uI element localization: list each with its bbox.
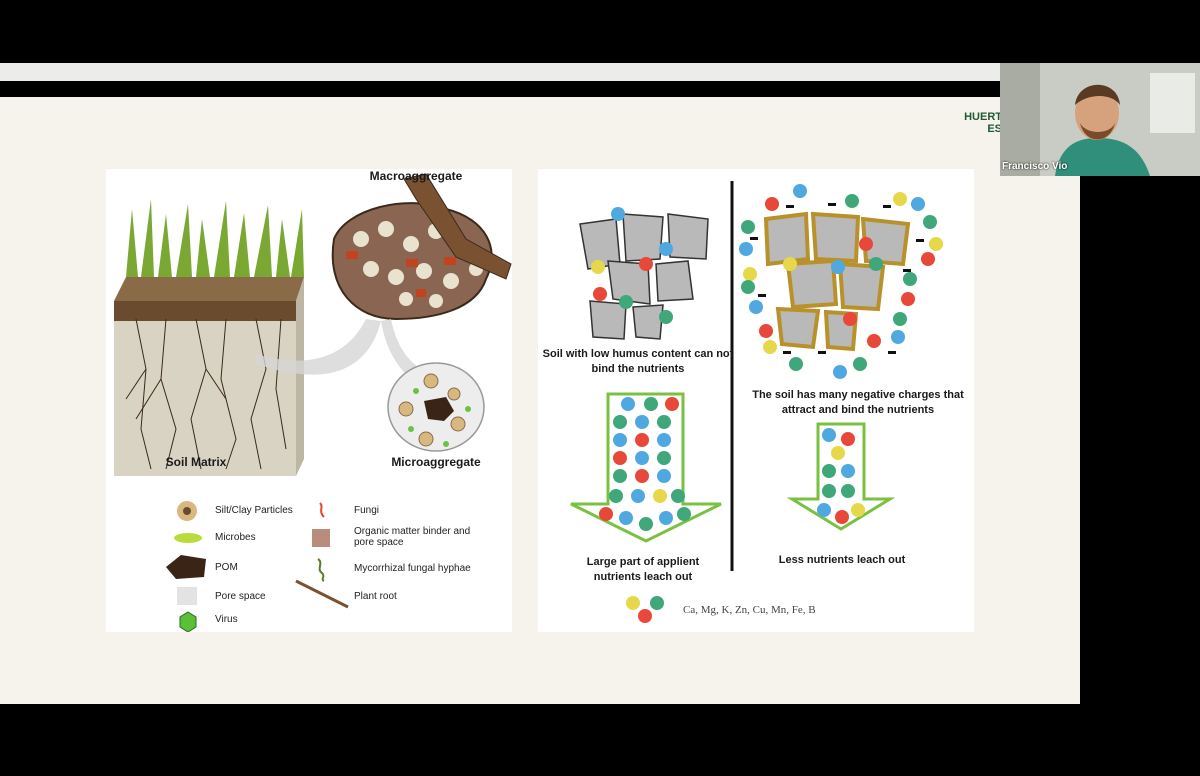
pore-space-icon xyxy=(177,587,197,605)
soil-block-top xyxy=(114,277,304,301)
mycorrhizal-hyphae-icon xyxy=(317,558,325,582)
legend-microbes: Microbes xyxy=(215,532,256,543)
nutrient-binding-figure: Soil with low humus content can not bind… xyxy=(538,169,974,632)
grass-blades xyxy=(126,199,304,277)
macroaggregate-microbes xyxy=(346,251,456,297)
zoom-connector-2 xyxy=(381,319,421,374)
low-humus-particles xyxy=(579,213,709,340)
legend-pore-space: Pore space xyxy=(215,591,266,602)
leach-arrow-left xyxy=(570,392,722,543)
leach-arrow-right xyxy=(786,422,896,531)
legend-fungi: Fungi xyxy=(354,505,380,516)
label-macroaggregate: Macroaggregate xyxy=(369,169,463,183)
label-soil-matrix: Soil Matrix xyxy=(165,455,227,469)
pom-icon xyxy=(166,555,206,579)
plant-root-icon xyxy=(295,579,349,609)
participant-video-tile[interactable]: Francisco Vio xyxy=(1000,63,1200,176)
legend-mycorrhizal-hyphae: Mycorrhizal fungal hyphae xyxy=(354,563,471,574)
fungi-icon xyxy=(319,502,325,518)
caption-leach-right: Less nutrients leach out xyxy=(778,554,906,566)
microaggregate-pom xyxy=(424,397,454,421)
leach-left-ions xyxy=(599,397,691,531)
nutrient-binding-illustration xyxy=(570,181,943,623)
legend-organic-matter-binder: Organic matter binder and pore space xyxy=(354,526,471,548)
soil-block-side xyxy=(296,277,304,476)
nutrient-key-ions xyxy=(626,596,664,623)
browser-tab-strip xyxy=(0,63,1000,81)
brand-line-1: HUERT xyxy=(964,111,1002,123)
legend-silt-clay: Silt/Clay Particles xyxy=(215,505,293,516)
brand-line-2: ES xyxy=(987,123,1002,135)
zoom-connector-1 xyxy=(256,319,381,375)
caption-low-humus: Soil with low humus content can not bind… xyxy=(542,348,734,375)
soil-block-front xyxy=(114,301,296,476)
microaggregate-microbes xyxy=(408,388,471,447)
organic-matter-binder-icon xyxy=(312,529,330,547)
label-microaggregate: Microaggregate xyxy=(391,455,481,469)
negative-charges xyxy=(750,203,924,354)
legend-pom: POM xyxy=(215,562,238,573)
microaggregate-particles xyxy=(398,373,466,447)
caption-leach-left: Large part of applient nutrients leach o… xyxy=(586,556,700,583)
participant-video-feed xyxy=(1000,63,1200,176)
nutrient-list: Ca, Mg, K, Zn, Cu, Mn, Fe, B xyxy=(683,604,816,616)
microbes-icon xyxy=(174,533,202,543)
brand-logo-text: HUERT ES xyxy=(962,111,1002,135)
leach-right-ions xyxy=(817,428,865,524)
soil-aggregate-illustration xyxy=(114,173,512,633)
caption-high-humus: The soil has many negative charges that … xyxy=(752,389,964,416)
legend-plant-root: Plant root xyxy=(354,591,397,602)
soil-aggregate-figure: Macroaggregate Soil Matrix Microaggregat… xyxy=(106,169,512,633)
plant-root-branch xyxy=(403,173,512,280)
root-network xyxy=(125,318,287,470)
legend-virus: Virus xyxy=(215,614,238,625)
low-humus-ions xyxy=(591,207,673,324)
high-humus-ions xyxy=(739,184,943,379)
high-humus-particles xyxy=(763,211,911,352)
virus-icon xyxy=(179,611,197,633)
participant-name-label: Francisco Vio xyxy=(1002,161,1068,172)
